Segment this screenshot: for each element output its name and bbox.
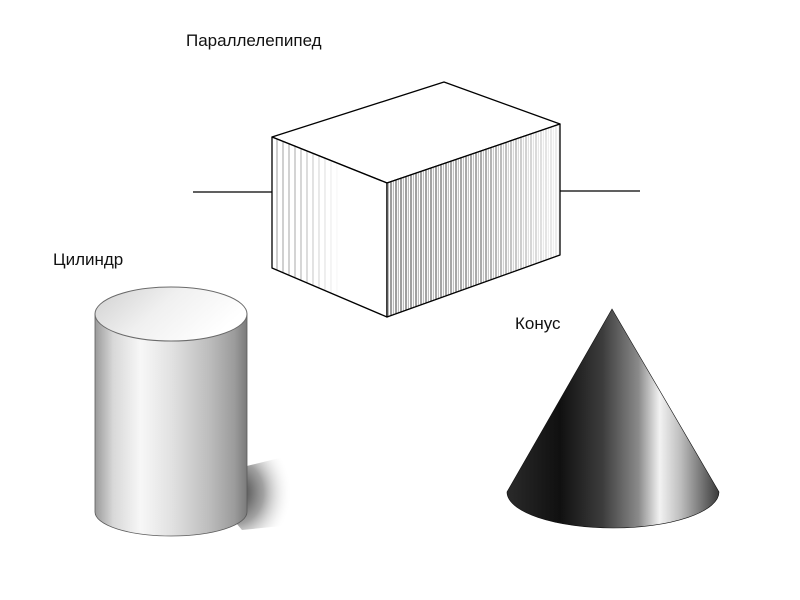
cylinder-body	[94, 313, 248, 537]
cylinder-top	[94, 286, 248, 342]
cylinder-label: Цилиндр	[53, 250, 124, 269]
cone-label: Конус	[515, 314, 561, 333]
parallelepiped-label: Параллелепипед	[186, 31, 322, 50]
cone-body	[506, 308, 720, 529]
